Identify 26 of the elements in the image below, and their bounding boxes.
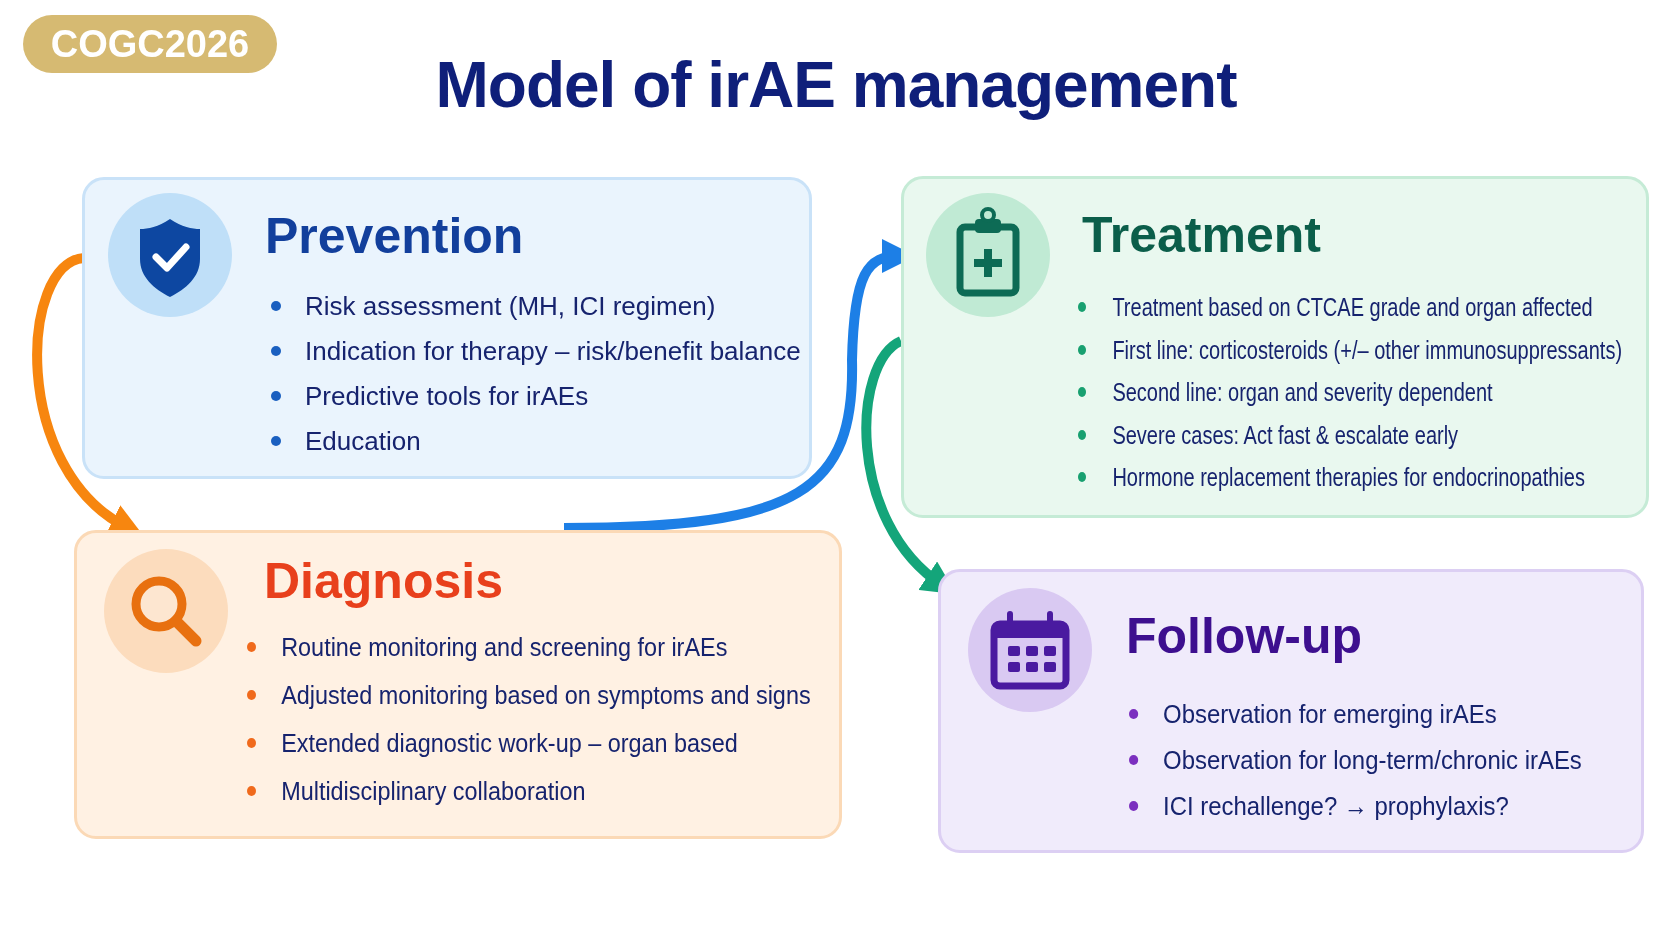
- section-card: [901, 176, 1649, 518]
- bullet-item: Observation for long-term/chronic irAEs: [1129, 745, 1582, 775]
- bullet-item: First line: corticosteroids (+/– other immunosuppressants): [1078, 334, 1623, 365]
- bullet-item: Indication for therapy – risk/benefit balance: [271, 336, 801, 366]
- bullet-item: Second line: organ and severity dependent: [1078, 377, 1493, 408]
- bullet-item: Hormone replacement therapies for endocrinopathies: [1078, 462, 1585, 493]
- bullet-item: Multidisciplinary collaboration: [247, 776, 586, 806]
- bullet-item: Extended diagnostic work-up – organ based: [247, 728, 738, 758]
- bullet-item: ICI rechallenge? → prophylaxis?: [1129, 791, 1509, 821]
- section-heading: Prevention: [265, 208, 524, 266]
- bullet-item: Adjusted monitoring based on symptoms and signs: [247, 680, 811, 710]
- section-heading: Diagnosis: [264, 553, 503, 611]
- section-heading: Follow-up: [1126, 608, 1363, 666]
- diagram-title: Model of irAE management: [435, 49, 1237, 121]
- bullet-item: Severe cases: Act fast & escalate early: [1078, 419, 1459, 450]
- bullet-item: Education: [271, 426, 421, 456]
- section-card: [938, 569, 1644, 853]
- bullet-item: Routine monitoring and screening for irAEs: [247, 632, 728, 662]
- bullet-item: Treatment based on CTCAE grade and organ affected: [1078, 292, 1593, 322]
- section-card: [82, 177, 812, 479]
- section-card: [74, 530, 842, 839]
- bullet-item: Risk assessment (MH, ICI regimen): [271, 291, 716, 321]
- bullet-item: Observation for emerging irAEs: [1129, 699, 1497, 729]
- section-heading: Treatment: [1082, 207, 1321, 265]
- event-badge: COGC2026: [23, 15, 277, 73]
- bullet-item: Predictive tools for irAEs: [271, 381, 589, 411]
